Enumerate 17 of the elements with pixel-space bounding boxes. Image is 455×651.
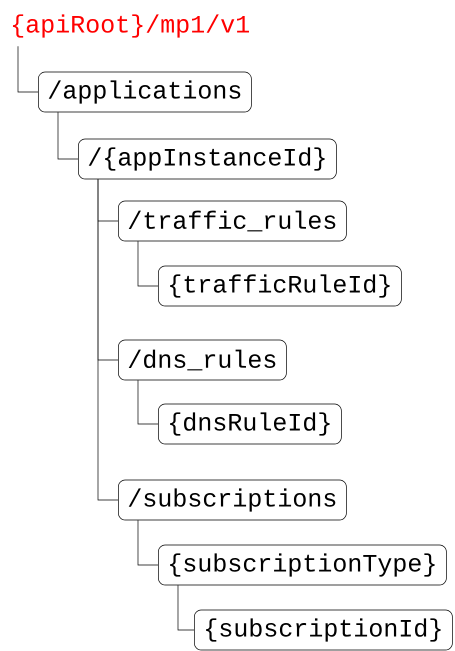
tree-connector: [138, 241, 158, 286]
tree-connector: [98, 179, 118, 500]
tree-connector: [18, 46, 38, 92]
path-box: /dns_rules: [118, 340, 287, 380]
root-path: {apiRoot}/mp1/v1: [12, 14, 249, 38]
path-box: /applications: [38, 72, 252, 112]
path-box: {dnsRuleId}: [158, 404, 342, 444]
path-box: {subscriptionId}: [194, 610, 453, 650]
tree-connector: [138, 520, 158, 566]
path-box: {trafficRuleId}: [158, 266, 402, 306]
tree-connector: [138, 380, 158, 424]
tree-connector: [58, 112, 78, 160]
tree-connector: [178, 585, 194, 630]
path-box: /{appInstanceId}: [78, 138, 337, 180]
path-box: /traffic_rules: [118, 200, 347, 242]
path-box: /subscriptions: [118, 480, 347, 520]
path-box: {subscriptionType}: [158, 544, 447, 586]
